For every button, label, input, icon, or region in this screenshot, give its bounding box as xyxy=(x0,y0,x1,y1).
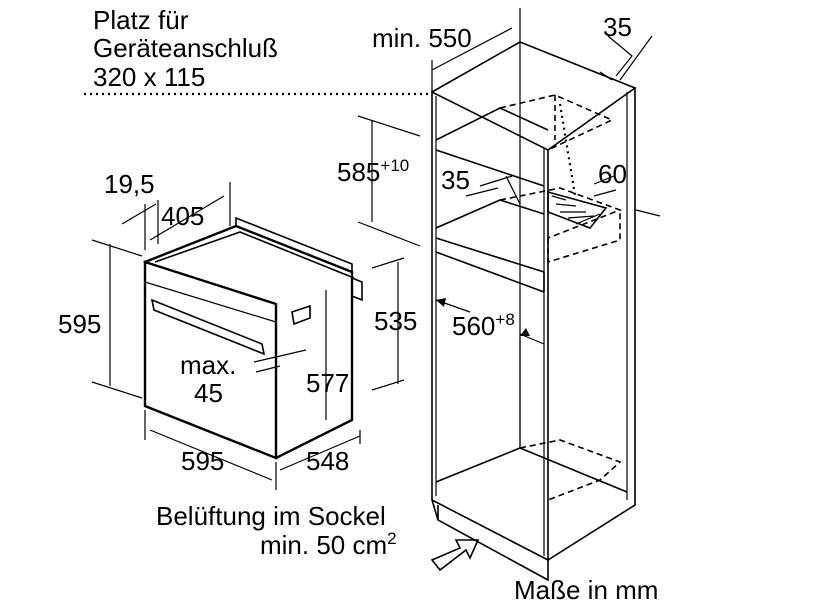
cabinet-right-side xyxy=(547,88,636,561)
dim-585-label: 585+10 xyxy=(337,156,409,187)
oven-side-mount xyxy=(291,277,363,326)
oven-outline-dashed-bottom xyxy=(519,439,622,501)
dim-405-label: 405 xyxy=(161,201,204,231)
dim-560-arrow-right xyxy=(520,328,530,336)
dim-595-height-line xyxy=(91,239,143,399)
oven-top-edge xyxy=(154,216,355,279)
connection-box xyxy=(547,190,608,229)
oven-outline-dashed-top xyxy=(499,94,614,151)
ventilation-label-line2: min. 50 cm2 xyxy=(260,529,397,560)
dim-535-line xyxy=(371,257,405,391)
dim-548-line xyxy=(279,430,361,471)
dim-595-height-label: 595 xyxy=(58,309,101,339)
oven-control-strip xyxy=(144,281,277,323)
connection-box-hatch xyxy=(551,195,601,225)
dim-19-5-label: 19,5 xyxy=(104,169,155,199)
oven-handle xyxy=(150,298,266,356)
text-labels: Platz für Geräteanschluß 320 x 115 min. … xyxy=(58,5,658,605)
ventilation-arrow xyxy=(430,539,480,572)
dim-35-inner-line xyxy=(465,175,521,205)
dim-595-width-line xyxy=(144,410,277,490)
connection-label-line1: Platz für xyxy=(93,5,189,35)
oven-unit xyxy=(91,182,405,490)
dim-60-label: 60 xyxy=(598,159,627,189)
cabinet-plinth xyxy=(431,499,549,582)
connection-label-line2: Geräteanschluß xyxy=(93,33,278,63)
dim-560-label: 560+8 xyxy=(452,310,515,341)
connection-label-line3: 320 x 115 xyxy=(93,62,205,92)
units-label: Maße in mm xyxy=(514,575,658,605)
dim-550-line xyxy=(431,8,521,92)
dim-585-line xyxy=(357,115,421,247)
dim-45-label: 45 xyxy=(194,378,223,408)
dim-35-top-label: 35 xyxy=(603,12,632,42)
dim-60-line xyxy=(593,175,661,217)
dim-max45-line xyxy=(253,349,307,373)
connection-dotted-line xyxy=(84,92,577,196)
dim-548-label: 548 xyxy=(306,446,349,476)
dim-max-label: max. xyxy=(180,350,236,380)
cabinet-inner-edge xyxy=(435,96,545,556)
dim-595-width-label: 595 xyxy=(181,446,224,476)
dim-35-inner-label: 35 xyxy=(441,165,470,195)
dim-405-line xyxy=(121,182,231,250)
dim-577-label: 577 xyxy=(306,368,349,398)
cabinet xyxy=(84,8,661,582)
cabinet-middle-shelf xyxy=(435,199,545,293)
dim-535-label: 535 xyxy=(374,306,417,336)
dim-min550-label: min. 550 xyxy=(372,23,472,53)
ventilation-label-line1: Belüftung im Sockel xyxy=(156,501,386,531)
oven-outline-dashed-mid xyxy=(499,187,623,264)
dim-560-arrow-left xyxy=(436,298,446,307)
dim-35-top-line xyxy=(599,35,653,81)
cabinet-top xyxy=(431,41,637,151)
